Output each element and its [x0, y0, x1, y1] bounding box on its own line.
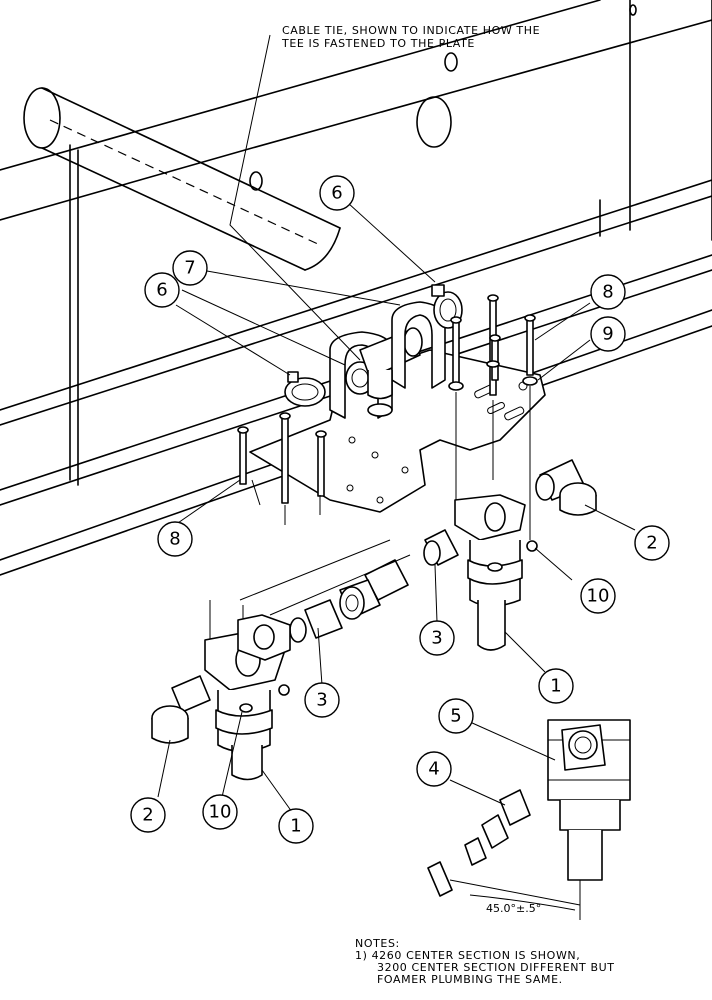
callout-line-1: CABLE TIE, SHOWN TO INDICATE HOW THE [282, 24, 540, 37]
balloon-label: 2 [142, 805, 153, 826]
notes-heading: NOTES: [355, 937, 400, 950]
balloon-label: 1 [550, 676, 561, 697]
balloon-1-left: 1 [278, 808, 314, 844]
balloon-2-right: 2 [634, 525, 670, 561]
balloon-3-left: 3 [304, 682, 340, 718]
hose-chain [209, 539, 411, 643]
balloon-label: 7 [184, 258, 195, 279]
left-valve [151, 614, 291, 781]
balloon-10-right: 10 [580, 578, 616, 614]
balloon-1-right: 1 [538, 668, 574, 704]
callout-line-2: TEE IS FASTENED TO THE PLATE [281, 37, 475, 50]
balloon-4: 4 [416, 751, 452, 787]
right-valve [423, 459, 597, 651]
balloon-6-upper: 6 [319, 175, 355, 211]
balloon-label: 10 [587, 586, 610, 607]
tee-assembly [284, 284, 463, 419]
balloon-8-right: 8 [590, 274, 626, 310]
leader-lines [157, 34, 636, 813]
balloon-3-right: 3 [419, 620, 455, 656]
balloon-label: 8 [169, 529, 180, 550]
balloon-9: 9 [590, 316, 626, 352]
balloon-5: 5 [438, 698, 474, 734]
balloon-label: 6 [331, 183, 342, 204]
balloon-label: 5 [450, 706, 461, 727]
balloon-label: 4 [428, 759, 439, 780]
balloon-label: 9 [602, 324, 613, 345]
balloon-label: 10 [209, 802, 232, 823]
balloon-label: 3 [316, 690, 327, 711]
balloon-2-left: 2 [130, 797, 166, 833]
balloon-label: 2 [646, 533, 657, 554]
angle-dimension: 45.0°±.5° [486, 902, 541, 915]
balloon-label: 1 [290, 816, 301, 837]
bolts [237, 294, 538, 540]
notes-line-1: 1) 4260 CENTER SECTION IS SHOWN, [355, 949, 580, 962]
balloon-7: 7 [172, 250, 208, 286]
balloon-10-left: 10 [202, 794, 238, 830]
balloon-6-lower: 6 [144, 272, 180, 308]
detail-view [427, 719, 631, 920]
balloon-8-left: 8 [157, 521, 193, 557]
balloon-label: 6 [156, 280, 167, 301]
notes-line-3: FOAMER PLUMBING THE SAME. [377, 973, 563, 986]
balloon-label: 8 [602, 282, 613, 303]
balloon-label: 3 [431, 628, 442, 649]
notes-line-2: 3200 CENTER SECTION DIFFERENT BUT [377, 961, 615, 974]
